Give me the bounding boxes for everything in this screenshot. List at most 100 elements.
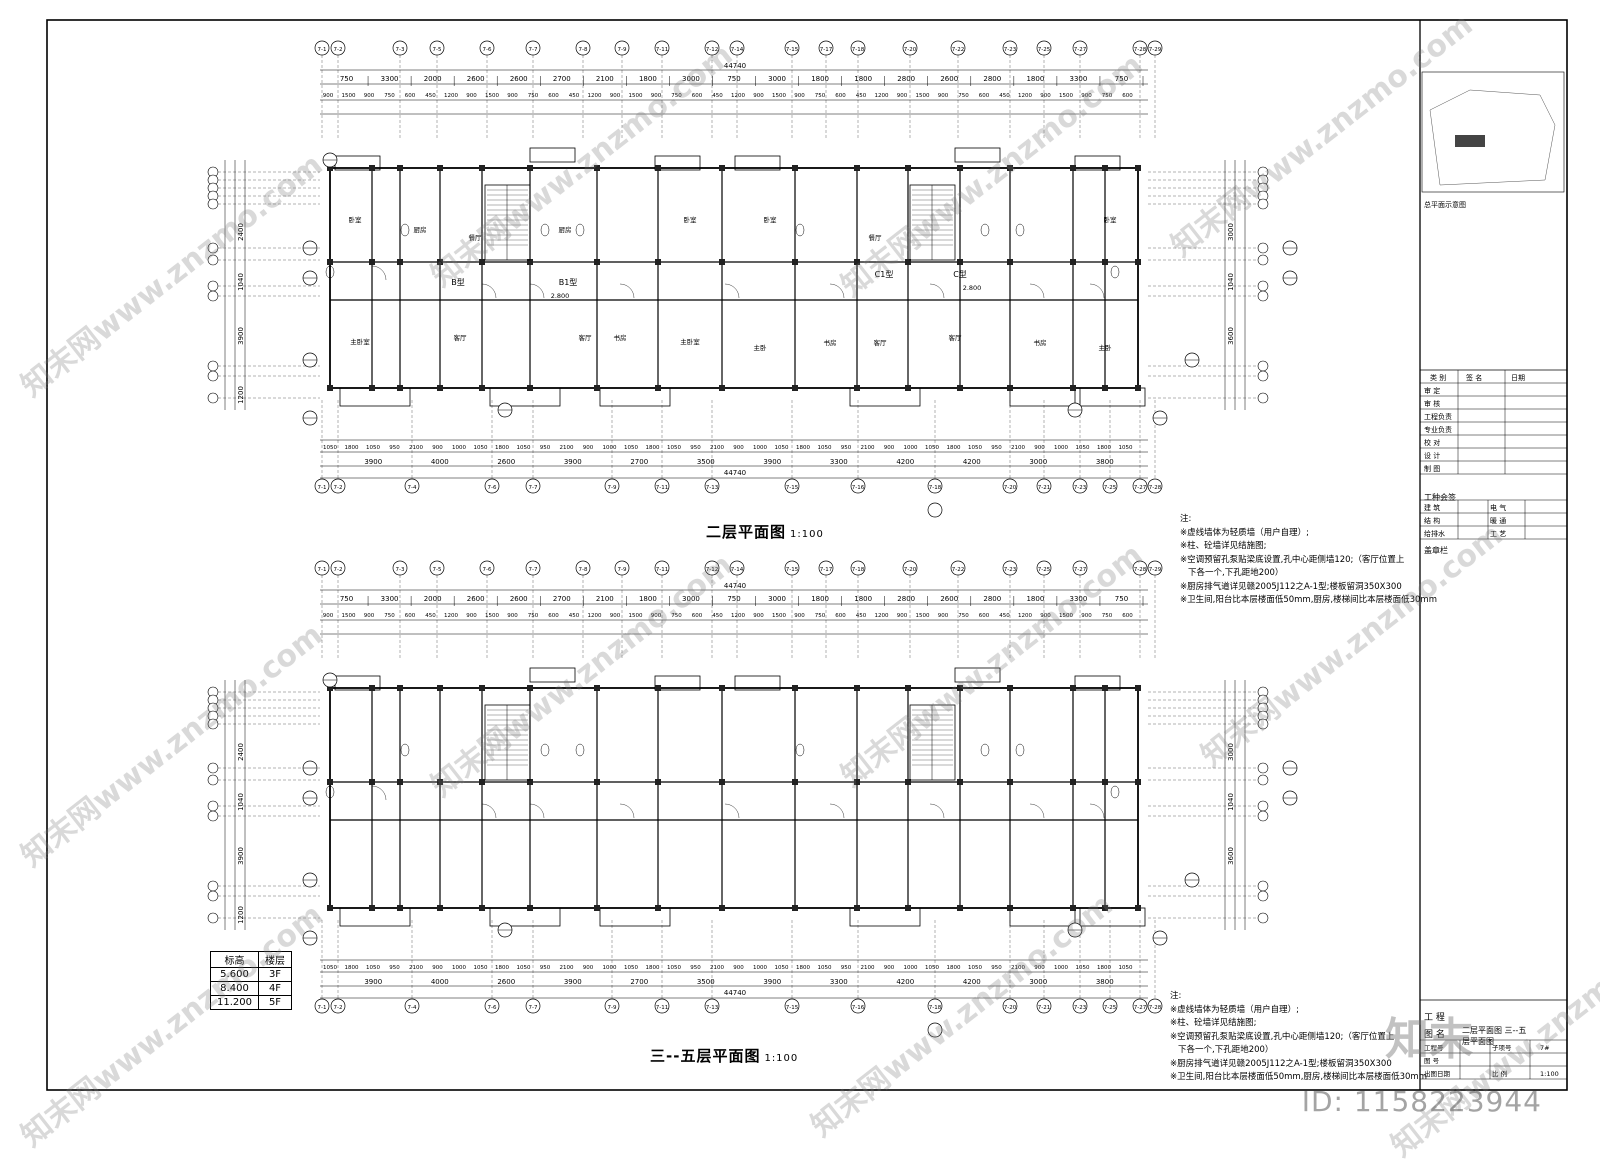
axis-bubble [1102, 478, 1118, 494]
axis-bubble [207, 360, 219, 372]
tb-field-label: 比 例 [1492, 1069, 1507, 1078]
span-dimension: 2000 [424, 595, 442, 603]
axis-label: 7-9 [618, 47, 627, 53]
fine-dimension: 1000 [452, 965, 466, 971]
project-label: 工 程 [1424, 1013, 1445, 1023]
section-callout [927, 502, 943, 518]
axis-label: 7-29 [1149, 47, 1162, 53]
span-dimension: 750 [1115, 595, 1128, 603]
room-label: 卧室 [1104, 215, 1118, 224]
column [1135, 385, 1141, 391]
fine-dimension: 1050 [968, 445, 982, 451]
column [1102, 779, 1108, 785]
span-dimension: 4000 [431, 978, 449, 986]
axis-label: 7-9 [608, 485, 617, 491]
fine-dimension: 1050 [366, 965, 380, 971]
fine-dimension: 450 [999, 93, 1010, 99]
span-dimension: 2700 [553, 595, 571, 603]
column [1007, 779, 1013, 785]
sign-row-label: 制 图 [1424, 464, 1440, 473]
fine-dimension: 1200 [1018, 93, 1032, 99]
room-label: 餐厅 [469, 233, 483, 242]
span-dimension: 2600 [467, 75, 485, 83]
axis-label: 7-15 [786, 567, 799, 573]
fine-dimension: 1050 [925, 445, 939, 451]
sanitary-fixture [1110, 265, 1120, 279]
axis-bubble [1002, 998, 1018, 1014]
fine-dimension: 1050 [667, 445, 681, 451]
room-label: 厨房 [414, 225, 427, 234]
span-dimension: 3000 [682, 75, 700, 83]
trade-label: 电 气 [1490, 503, 1506, 512]
span-dimension: 2800 [897, 595, 915, 603]
column [397, 779, 403, 785]
axis-label: 7-23 [1074, 1005, 1087, 1011]
span-dimension: 4000 [431, 458, 449, 466]
fine-dimension: 900 [1040, 93, 1051, 99]
column [479, 779, 485, 785]
column [854, 905, 860, 911]
span-dimension: 2600 [497, 458, 515, 466]
side-dimension: 3900 [237, 847, 245, 865]
stamp-label: 盖章栏 [1424, 546, 1448, 555]
column [792, 685, 798, 691]
column [854, 685, 860, 691]
balcony [954, 147, 1001, 163]
fine-dimension: 750 [815, 93, 826, 99]
span-dimension: 2700 [630, 458, 648, 466]
column [327, 905, 333, 911]
span-dimension: 2000 [424, 75, 442, 83]
door-swing [619, 803, 635, 819]
fine-dimension: 450 [712, 93, 723, 99]
door-swing [371, 785, 387, 801]
span-dimension: 2600 [510, 595, 528, 603]
column [655, 685, 661, 691]
side-dimension: 1200 [237, 906, 245, 924]
balcony [489, 387, 561, 407]
column [594, 779, 600, 785]
axis-bubble [1257, 290, 1269, 302]
axis-bubble [330, 478, 346, 494]
column [527, 385, 533, 391]
axis-bubble [207, 370, 219, 382]
trade-label: 建 筑 [1424, 503, 1440, 512]
elev-header-floor: 楼层 [258, 951, 292, 968]
axis-label: 7-22 [952, 567, 964, 573]
room-label: 书房 [1034, 338, 1047, 347]
fine-dimension: 1200 [444, 93, 458, 99]
axis-bubble [784, 998, 800, 1014]
span-dimension: 750 [340, 595, 353, 603]
fine-dimension: 1800 [345, 445, 359, 451]
axis-bubble [927, 998, 943, 1014]
fine-dimension: 1500 [342, 613, 356, 619]
fine-dimension: 1500 [1059, 93, 1073, 99]
axis-bubble [654, 478, 670, 494]
door-swing [1029, 283, 1045, 299]
column [327, 385, 333, 391]
axis-bubble [1147, 478, 1163, 494]
axis-label: 7-18 [929, 1005, 942, 1011]
column [369, 165, 375, 171]
axis-label: 7-15 [786, 47, 799, 53]
fine-dimension: 750 [384, 93, 395, 99]
column [527, 259, 533, 265]
column [1070, 685, 1076, 691]
column [655, 385, 661, 391]
elev-cell: 4F [258, 981, 292, 996]
fine-dimension: 900 [938, 613, 949, 619]
fine-dimension: 1500 [916, 93, 930, 99]
fine-dimension: 950 [841, 445, 852, 451]
stair [484, 704, 531, 781]
column [655, 259, 661, 265]
total-dimension: 44740 [724, 469, 746, 477]
fine-dimension: 1050 [818, 965, 832, 971]
balcony [954, 667, 1001, 683]
fine-dimension: 450 [712, 613, 723, 619]
span-dimension: 2800 [983, 595, 1001, 603]
fine-dimension: 1000 [904, 445, 918, 451]
axis-bubble [927, 478, 943, 494]
span-dimension: 3500 [697, 458, 715, 466]
span-dimension: 2700 [630, 978, 648, 986]
axis-label: 7-20 [904, 47, 917, 53]
column [792, 779, 798, 785]
